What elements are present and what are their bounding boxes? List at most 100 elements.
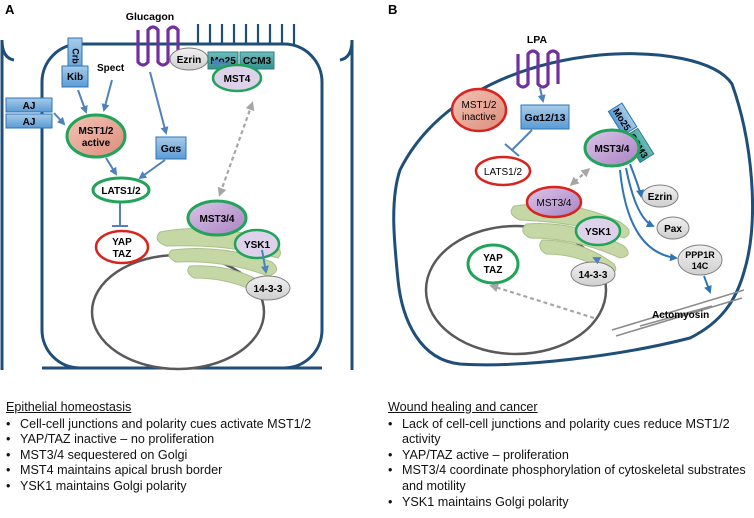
mst34-a-label: MST3/4	[199, 214, 234, 225]
lpa-receptor	[516, 49, 560, 89]
mst34-b-top-node	[583, 128, 641, 168]
arrow-gas-to-lats	[138, 159, 166, 180]
glucagon-label: Glucagon	[126, 11, 174, 23]
caption-b-bullet: YAP/TAZ active – proliferation	[388, 448, 748, 464]
spect-label: Spect	[97, 63, 125, 74]
arrow-glucagon-to-gas	[149, 71, 169, 135]
panel-b: B LPA MST1/2 inactive Gα12/13 LATS1/2 Mo…	[388, 2, 754, 367]
mst4-node	[211, 63, 263, 93]
dashed-arrow-mst34-golgi-shift	[569, 168, 591, 186]
taz-b-label: TAZ	[484, 265, 503, 276]
arrows-a	[53, 58, 269, 274]
dashed-arrow-actomyosin-to-yap	[489, 283, 595, 320]
caption-a-bullet: MST4 maintains apical brush border	[6, 463, 372, 479]
aj-label-top: AJ	[23, 101, 36, 112]
mst12-a-label-2: active	[82, 138, 111, 149]
dashed-arrow-mst4-mst34	[217, 101, 255, 197]
arrows-b	[504, 87, 602, 265]
ysk1-a-label: YSK1	[244, 240, 271, 251]
right-neighbour-cell	[339, 39, 354, 370]
arrow-mst4-to-ezrin	[211, 58, 232, 67]
lats12-b-label: LATS1/2	[484, 167, 523, 178]
ppp1r14c-node	[677, 244, 723, 276]
mst12-b-label-2: inactive	[462, 112, 496, 123]
arrow-mst34-to-ezrin	[629, 163, 644, 198]
arrow-aj-to-mst12	[53, 112, 66, 126]
panel-b-letter: B	[388, 2, 397, 17]
p1433-a-node	[245, 275, 291, 301]
mst4-label: MST4	[224, 74, 251, 85]
lats12-a-node	[91, 176, 151, 204]
arrow-mst34-to-pax	[625, 167, 655, 228]
mo25-b-box	[607, 102, 638, 136]
yap-taz-b-node	[466, 243, 520, 285]
galpha-s-label: Gαs	[161, 143, 182, 155]
arrow-spect-to-mst12	[101, 79, 113, 112]
ppp1r-b-label-2: 14C	[692, 261, 709, 271]
mst34-b-top-label: MST3/4	[594, 144, 629, 155]
mst12-b-label-1: MST1/2	[461, 100, 496, 111]
ezrin-a-label: Ezrin	[177, 55, 201, 66]
caption-a: Epithelial homeostasis Cell-cell junctio…	[6, 400, 372, 495]
caption-b-bullet: YSK1 maintains Golgi polarity	[388, 495, 748, 511]
lpa-label: LPA	[527, 34, 548, 46]
pax-node	[656, 216, 690, 240]
ysk1-b-node	[574, 215, 622, 247]
aj-box-top	[5, 97, 53, 113]
kib-box	[61, 65, 89, 88]
ppp1r-b-label-1: PPP1R	[685, 250, 715, 260]
inhibition-lats-to-yap	[112, 203, 128, 227]
arrow-ppp1r-to-actomyosin	[703, 275, 712, 294]
ccm3-a-label: CCM3	[243, 56, 272, 67]
caption-a-bullet: MST3/4 sequestered on Golgi	[6, 448, 372, 464]
mst34-substrate-arrows	[619, 163, 712, 294]
p1433-b-label: 14-3-3	[579, 270, 608, 281]
caption-b-bullet: Lack of cell-cell junctions and polarity…	[388, 417, 748, 448]
panel-a-letter: A	[5, 2, 15, 17]
arrow-mst34-to-ppp1r	[619, 169, 678, 262]
kib-label: Kib	[67, 72, 83, 83]
mst34-b-golgi-node	[525, 185, 583, 219]
arrow-ysk1-to-1433-b	[592, 257, 602, 265]
galpha-s-box	[155, 136, 187, 160]
ezrin-b-label: Ezrin	[648, 192, 672, 203]
ysk1-a-node	[233, 228, 281, 260]
aj-box-bottom	[5, 113, 53, 129]
taz-a-label: TAZ	[113, 249, 132, 260]
caption-b-bullet: MST3/4 coordinate phosphorylation of cyt…	[388, 463, 748, 494]
p1433-a-label: 14-3-3	[254, 284, 283, 295]
mo25-a-label: Mo25	[210, 56, 236, 67]
mst12-inactive-node	[450, 87, 508, 133]
actomyosin-label: Actomyosin	[652, 310, 709, 321]
caption-b: Wound healing and cancer Lack of cell-ce…	[388, 400, 748, 510]
microvilli	[196, 24, 296, 44]
pax-label: Pax	[664, 224, 682, 235]
arrow-mst12-to-lats	[105, 157, 118, 176]
ccm3-a-box	[239, 51, 275, 70]
caption-a-bullet: Cell-cell junctions and polarity cues ac…	[6, 417, 372, 433]
mst12-active-node	[65, 113, 127, 159]
mst12-a-label-1: MST1/2	[78, 126, 113, 137]
caption-a-list: Cell-cell junctions and polarity cues ac…	[6, 417, 372, 495]
yap-a-label: YAP	[112, 237, 132, 248]
galpha1213-box	[520, 104, 570, 130]
arrow-ysk1-to-1433	[260, 249, 269, 274]
panel-a: A Glucagon	[0, 2, 354, 371]
caption-a-bullet: YSK1 maintains Golgi polarity	[6, 479, 372, 495]
crb-label: Crb	[71, 48, 81, 64]
inhibition-galpha-to-lats	[504, 129, 533, 157]
caption-a-heading: Epithelial homeostasis	[6, 400, 132, 414]
arrow-lpa-to-galpha	[537, 87, 546, 103]
galpha1213-label: Gα12/13	[525, 112, 566, 124]
mst34-a-node	[186, 199, 248, 237]
lats12-a-label: LATS1/2	[101, 186, 141, 197]
actomyosin-fibres	[611, 289, 745, 337]
caption-b-heading: Wound healing and cancer	[388, 400, 538, 414]
ysk1-b-label: YSK1	[585, 227, 612, 238]
left-neighbour-cell	[0, 39, 15, 370]
caption-b-list: Lack of cell-cell junctions and polarity…	[388, 417, 748, 511]
mst34-b-golgi-label: MST3/4	[536, 198, 571, 209]
migrating-cell-membrane	[392, 52, 754, 367]
lats12-b-node	[474, 155, 532, 187]
arrow-kib-to-mst12	[77, 89, 88, 114]
